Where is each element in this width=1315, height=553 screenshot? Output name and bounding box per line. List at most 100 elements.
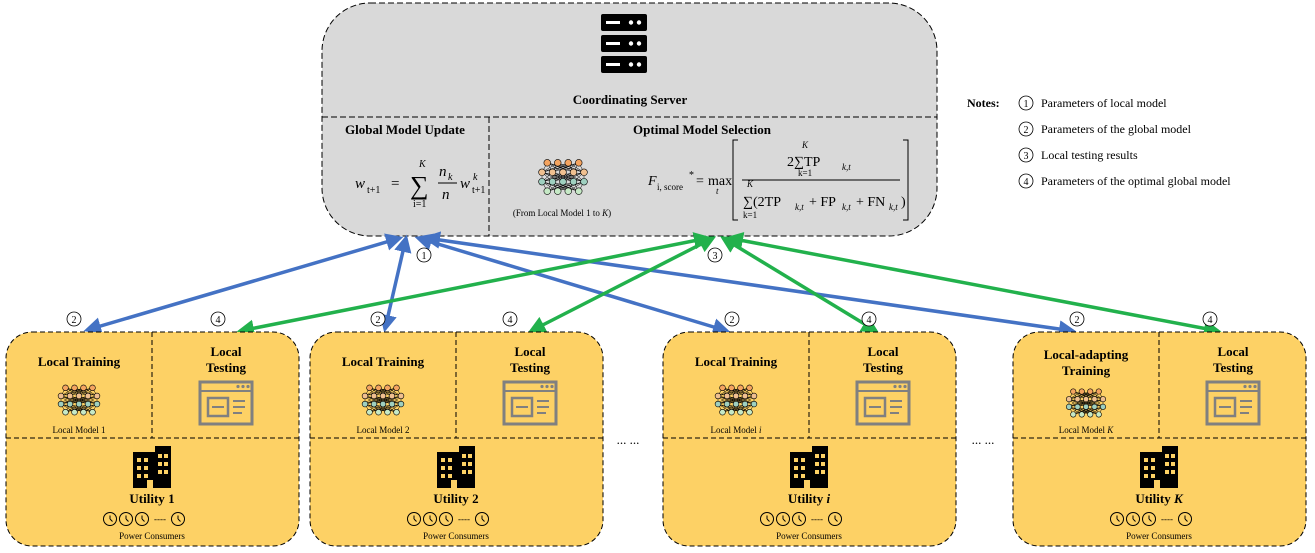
svg-text:): ) xyxy=(901,195,906,210)
svg-text:n: n xyxy=(442,187,450,203)
server-title: Coordinating Server xyxy=(573,92,688,107)
svg-text:i, score: i, score xyxy=(657,182,683,192)
svg-text:k=1: k=1 xyxy=(798,168,812,178)
svg-text:t+1: t+1 xyxy=(472,185,485,196)
svg-text:k,t: k,t xyxy=(889,202,898,212)
svg-text:F: F xyxy=(647,174,657,189)
blue-arrow-utility-2 xyxy=(379,234,412,333)
marker-4-utility-2: 4 xyxy=(502,311,518,327)
blue-arrow-utility-1 xyxy=(83,233,404,335)
note-item-4: 4 Parameters of the optimal global model xyxy=(1018,173,1231,189)
local-nn-icon xyxy=(361,384,405,416)
svg-text:Parameters of local model: Parameters of local model xyxy=(1041,96,1167,110)
svg-text:K: K xyxy=(801,140,809,150)
marker-4-utility-3: 4 xyxy=(861,311,877,327)
local-model-label: Local Model 2 xyxy=(357,425,410,435)
marker-2-utility-3: 2 xyxy=(724,311,740,327)
optimal-model-selection-heading: Optimal Model Selection xyxy=(633,122,772,137)
building-icon xyxy=(790,446,828,488)
svg-text:2∑TP: 2∑TP xyxy=(787,155,821,170)
svg-text:*: * xyxy=(689,170,694,181)
server-icon xyxy=(601,14,647,73)
local-model-label: Local Model i xyxy=(710,425,762,435)
svg-text:i=1: i=1 xyxy=(413,199,426,210)
global-update-formula: w t+1 = ∑ K i=1 n k n w t+1 k xyxy=(355,159,485,210)
consumer-dash: ---- xyxy=(1161,514,1173,524)
svg-text:w: w xyxy=(460,176,470,192)
svg-text:+ FP: + FP xyxy=(809,195,836,210)
svg-text:4: 4 xyxy=(867,315,872,326)
building-icon xyxy=(437,446,475,488)
server-nn-caption: (From Local Model 1 to K) xyxy=(513,208,611,218)
notes-label: Notes: xyxy=(967,96,1000,110)
local-nn-icon xyxy=(714,384,758,416)
training-label-2: Training xyxy=(1062,363,1111,378)
testing-monitor-icon xyxy=(198,380,254,426)
coordinating-server: Coordinating Server Global Model Update … xyxy=(321,2,938,237)
testing-monitor-icon xyxy=(855,380,911,426)
consumer-dash: ---- xyxy=(811,514,823,524)
svg-text:4: 4 xyxy=(1024,177,1029,188)
svg-text:3: 3 xyxy=(1024,151,1029,162)
svg-text:=: = xyxy=(391,176,399,192)
testing-label: Local xyxy=(514,344,545,359)
svg-text:max: max xyxy=(708,174,732,189)
svg-text:n: n xyxy=(439,164,447,180)
testing-label-2: Testing xyxy=(863,360,903,375)
marker-2-utility-4: 2 xyxy=(1069,311,1085,327)
building-icon xyxy=(1140,446,1178,488)
svg-text:2: 2 xyxy=(376,315,381,326)
testing-label-2: Testing xyxy=(1213,360,1253,375)
training-label: Local Training xyxy=(342,354,425,369)
power-consumers-icons: ---- xyxy=(1110,512,1192,526)
ellipsis-1: ... ... xyxy=(617,432,640,447)
testing-monitor-icon xyxy=(502,380,558,426)
svg-text:4: 4 xyxy=(1208,315,1213,326)
notes-legend: Notes: 1 Parameters of local model 2 Par… xyxy=(967,95,1231,189)
svg-text:+ FN: + FN xyxy=(856,195,885,210)
svg-text:3: 3 xyxy=(713,251,718,262)
training-label: Local-adapting xyxy=(1044,347,1129,362)
testing-label: Local xyxy=(210,344,241,359)
svg-text:K: K xyxy=(746,179,754,189)
local-model-label: Local Model 1 xyxy=(53,425,106,435)
marker-2-utility-2: 2 xyxy=(370,311,386,327)
svg-text:w: w xyxy=(355,176,365,192)
testing-label-2: Testing xyxy=(206,360,246,375)
svg-text:t: t xyxy=(716,186,719,196)
svg-text:k,t: k,t xyxy=(795,202,804,212)
power-consumers-label: Power Consumers xyxy=(119,531,185,541)
green-arrow-utility-1 xyxy=(236,232,712,337)
svg-text:1: 1 xyxy=(422,251,427,262)
svg-text:Parameters of the optimal glob: Parameters of the optimal global model xyxy=(1041,174,1231,188)
training-label: Local Training xyxy=(38,354,121,369)
green-arrow-utility-2 xyxy=(527,236,717,333)
svg-text:4: 4 xyxy=(508,315,513,326)
svg-text:t+1: t+1 xyxy=(367,185,380,196)
testing-label-2: Testing xyxy=(510,360,550,375)
f1-score-formula: F i, score * = max t 2∑TP K k=1 k,t ∑(2T… xyxy=(647,139,909,221)
svg-text:K: K xyxy=(418,159,427,170)
svg-text:∑(2TP: ∑(2TP xyxy=(743,195,781,210)
testing-monitor-icon xyxy=(1205,380,1261,426)
power-consumers-icons: ---- xyxy=(407,512,489,526)
power-consumers-label: Power Consumers xyxy=(776,531,842,541)
svg-text:Parameters of the global model: Parameters of the global model xyxy=(1041,122,1192,136)
marker-3: 3 xyxy=(707,247,723,263)
training-label: Local Training xyxy=(695,354,778,369)
testing-label: Local xyxy=(1217,344,1248,359)
consumer-dash: ---- xyxy=(154,514,166,524)
power-consumers-icons: ---- xyxy=(760,512,842,526)
blue-arrow-utility-i xyxy=(414,233,731,336)
svg-text:=: = xyxy=(696,174,704,189)
power-consumers-label: Power Consumers xyxy=(423,531,489,541)
note-item-3: 3 Local testing results xyxy=(1018,147,1138,163)
svg-text:1: 1 xyxy=(1024,99,1029,110)
note-item-1: 1 Parameters of local model xyxy=(1018,95,1167,111)
svg-text:k,t: k,t xyxy=(842,162,851,172)
svg-text:k: k xyxy=(473,172,478,183)
green-arrow-utility-k xyxy=(725,232,1222,337)
